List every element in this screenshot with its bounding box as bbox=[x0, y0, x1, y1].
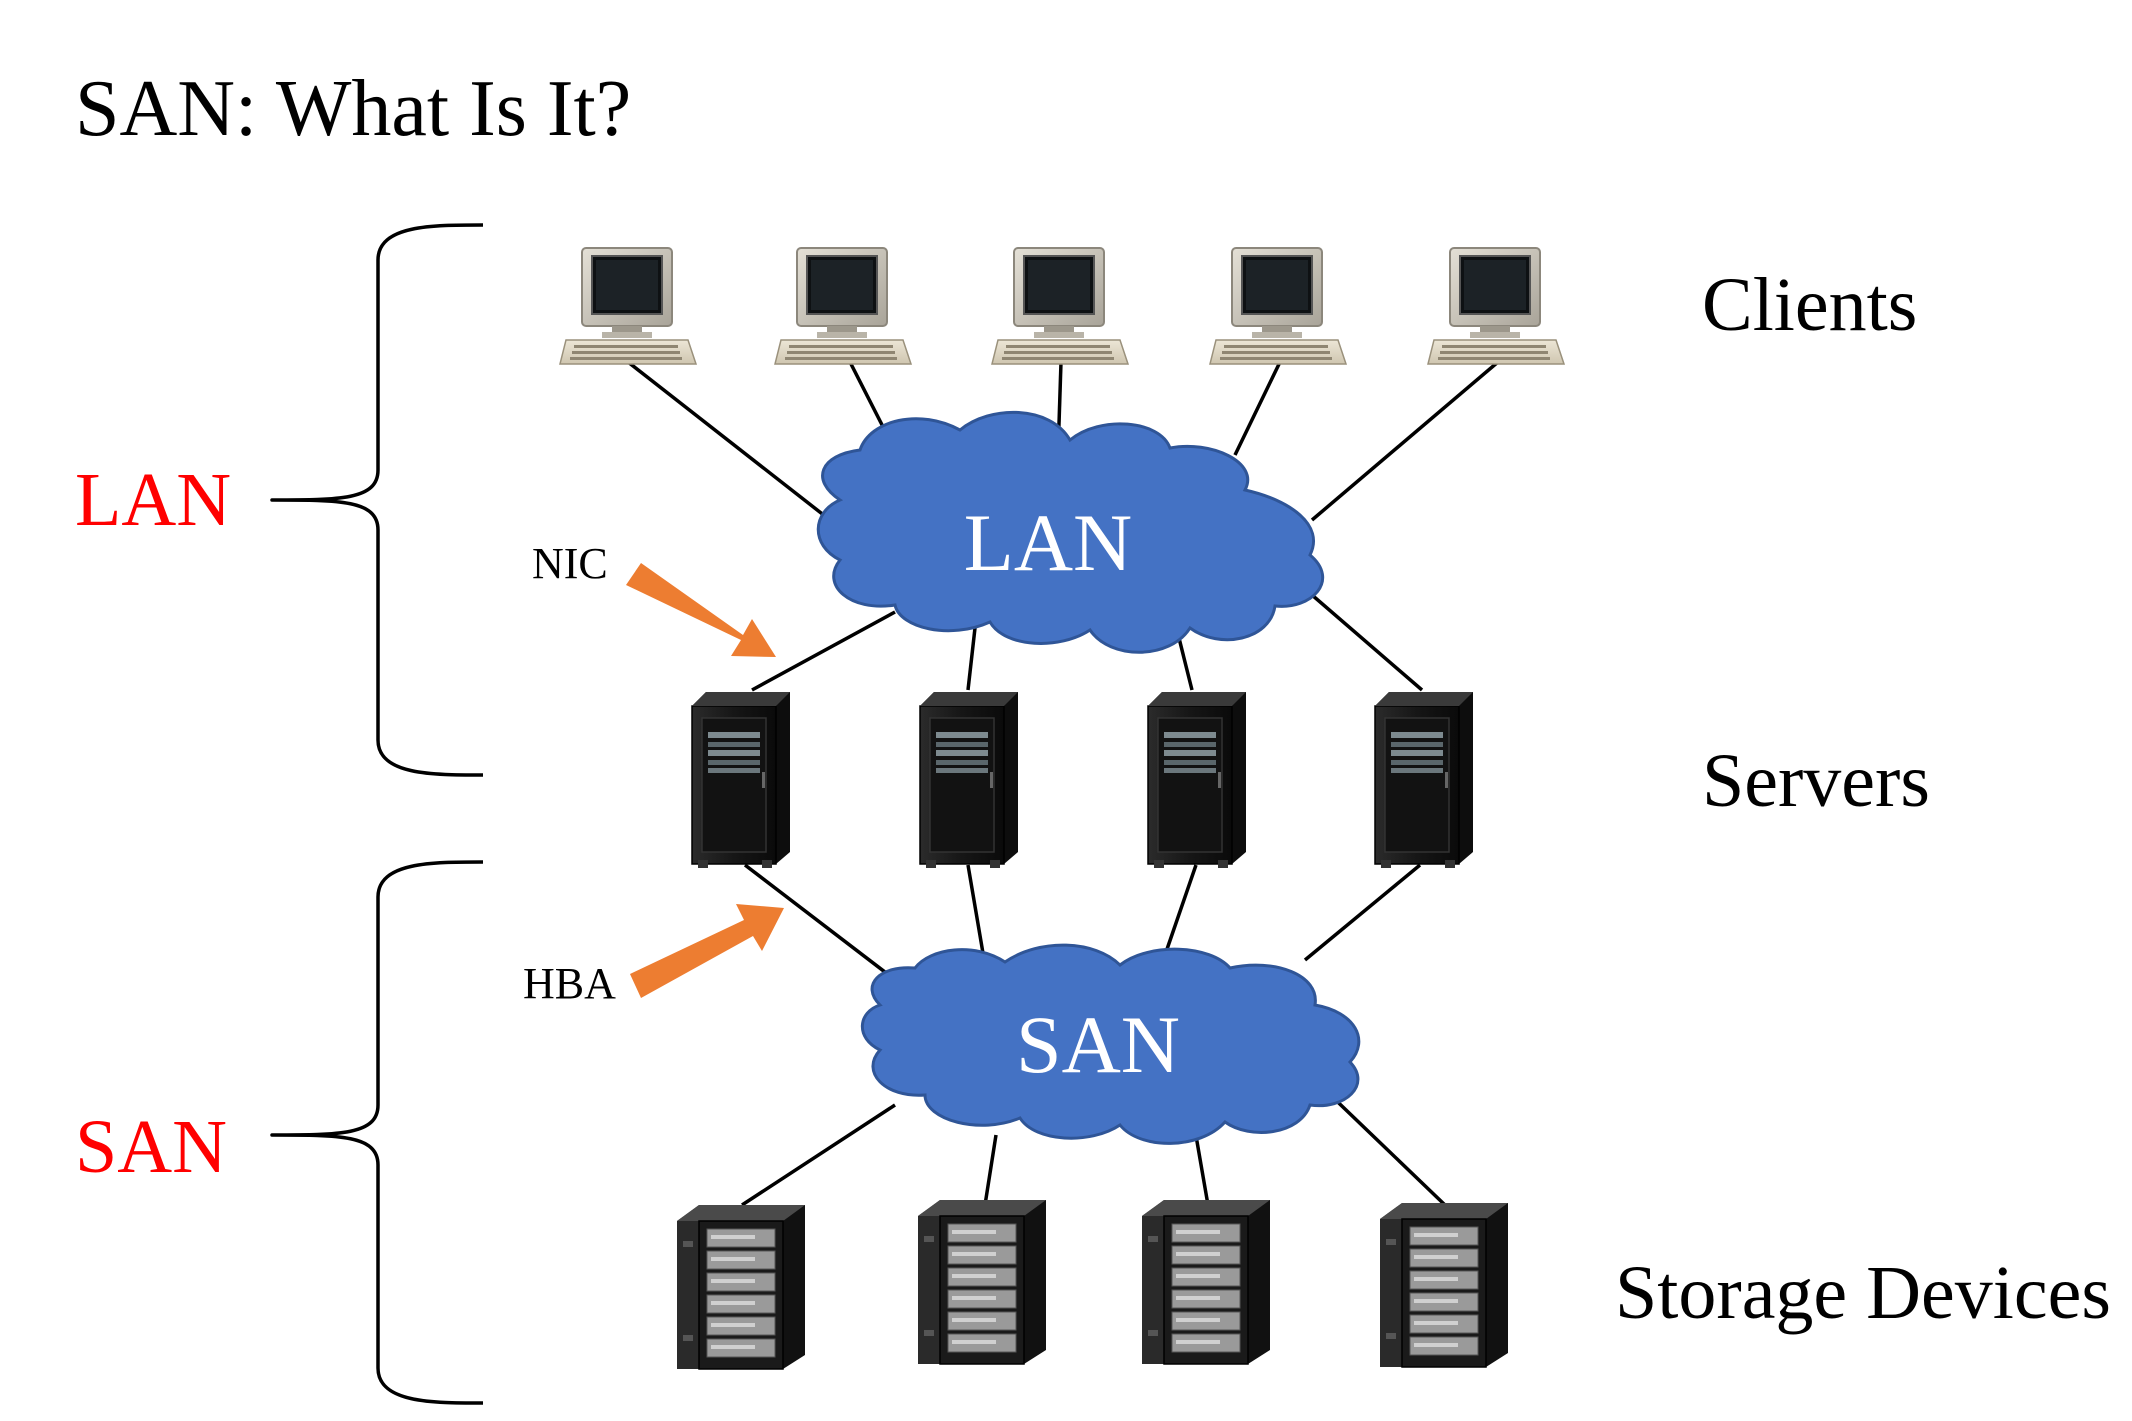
nic-label: NIC bbox=[532, 539, 608, 588]
lan-brace-label: LAN bbox=[75, 458, 231, 542]
desktop-computer-icon bbox=[991, 247, 1129, 365]
lan-brace bbox=[270, 223, 484, 777]
storage-array-icon bbox=[1379, 1202, 1509, 1368]
san-storage-links bbox=[741, 1083, 1447, 1207]
server-rack-icon bbox=[691, 691, 791, 869]
desktop-computer-icon bbox=[559, 247, 697, 365]
storage-array-icon bbox=[1141, 1199, 1271, 1365]
hba-arrow: HBA bbox=[523, 904, 784, 1008]
san-brace-label: SAN bbox=[75, 1105, 227, 1189]
storage-array-icon bbox=[917, 1199, 1047, 1365]
storage-devices-label: Storage Devices bbox=[1615, 1251, 2111, 1335]
server-rack-icon bbox=[1374, 691, 1474, 869]
san-brace bbox=[270, 860, 484, 1405]
storage-array-icon bbox=[676, 1204, 806, 1370]
server-rack-icon bbox=[1147, 691, 1247, 869]
storage-row bbox=[676, 1199, 1509, 1370]
slide-title: SAN: What Is It? bbox=[75, 65, 631, 153]
server-rack-icon bbox=[919, 691, 1019, 869]
hba-label: HBA bbox=[523, 959, 616, 1008]
desktop-computer-icon bbox=[774, 247, 912, 365]
lan-cloud: LAN bbox=[816, 410, 1325, 654]
lan-cloud-label: LAN bbox=[964, 497, 1133, 588]
servers-label: Servers bbox=[1702, 739, 1930, 823]
nic-arrow: NIC bbox=[532, 539, 776, 657]
san-cloud: SAN bbox=[860, 943, 1361, 1145]
client-lan-links bbox=[626, 360, 1500, 522]
clients-label: Clients bbox=[1702, 263, 1917, 347]
servers-row bbox=[691, 691, 1474, 869]
desktop-computer-icon bbox=[1209, 247, 1347, 365]
desktop-computer-icon bbox=[1427, 247, 1565, 365]
san-cloud-label: SAN bbox=[1016, 999, 1180, 1090]
clients-row bbox=[559, 247, 1565, 365]
